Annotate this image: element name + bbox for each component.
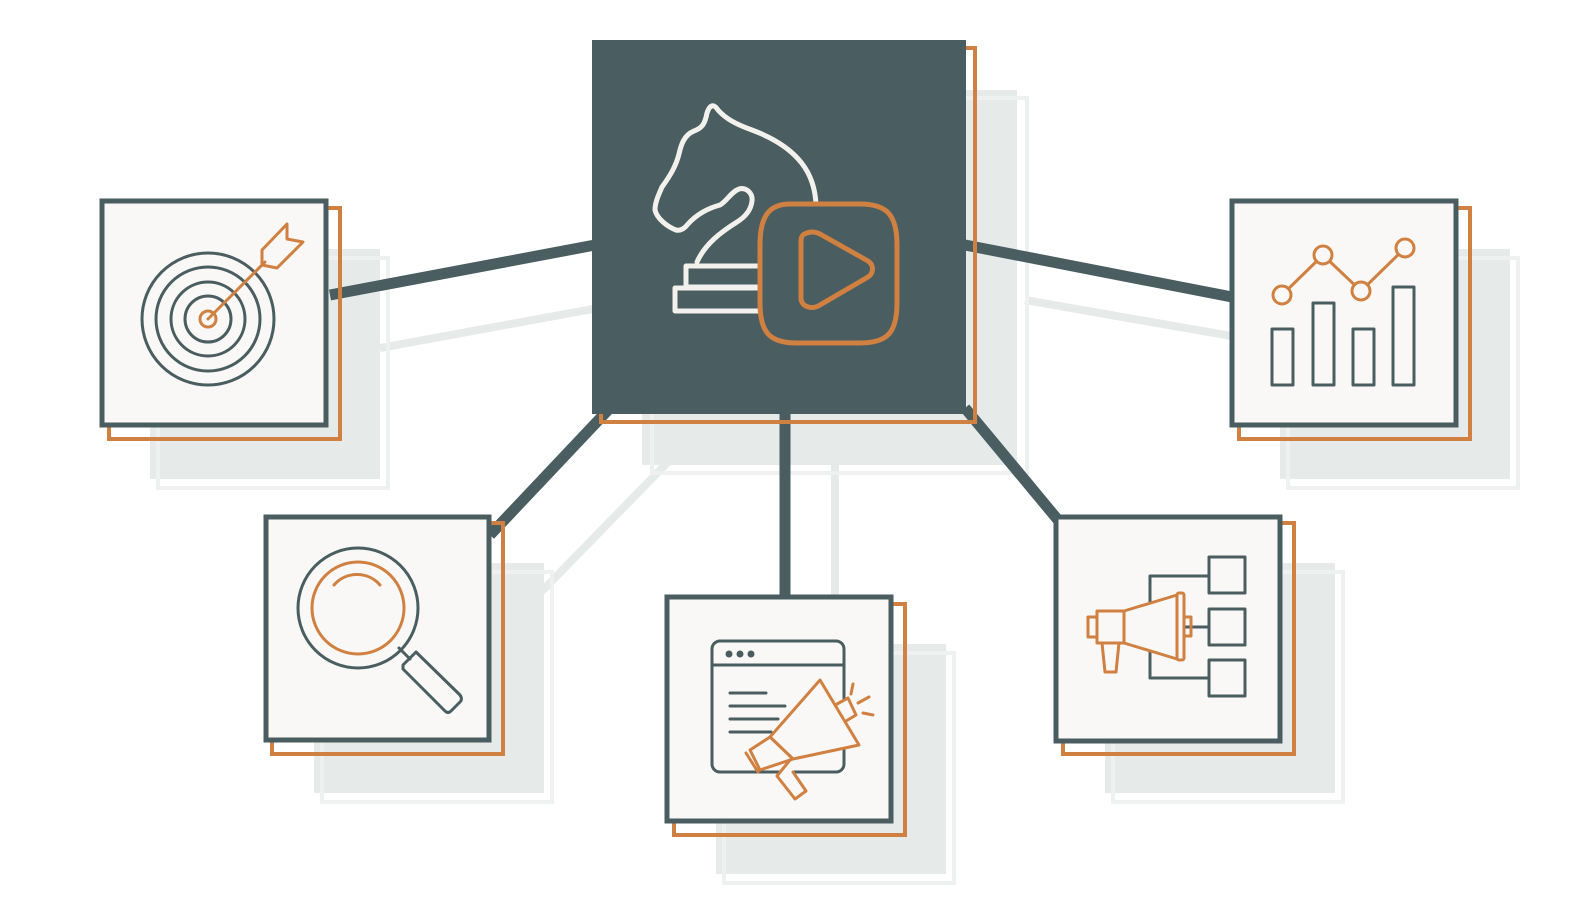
node-analytics bbox=[1229, 198, 1472, 441]
magnifying-glass-icon bbox=[296, 546, 463, 714]
central-node bbox=[592, 40, 977, 424]
browser-window-with-megaphone-icon bbox=[710, 639, 875, 801]
shadow-connector-search bbox=[537, 459, 671, 596]
connector-target bbox=[328, 239, 597, 301]
connector-broadcast bbox=[960, 404, 1063, 524]
connector-search bbox=[486, 404, 614, 539]
connector-analytics bbox=[963, 239, 1234, 303]
bullseye-target-with-arrow-icon bbox=[140, 222, 305, 387]
chess-knight-with-play-button-icon bbox=[652, 103, 900, 346]
bar-and-line-chart-icon bbox=[1270, 237, 1416, 387]
node-target bbox=[99, 198, 342, 441]
node-campaign bbox=[664, 594, 907, 837]
node-broadcast bbox=[1053, 514, 1296, 756]
connectors bbox=[328, 239, 1234, 598]
node-search bbox=[263, 514, 505, 756]
megaphone-to-channels-icon bbox=[1086, 555, 1247, 698]
